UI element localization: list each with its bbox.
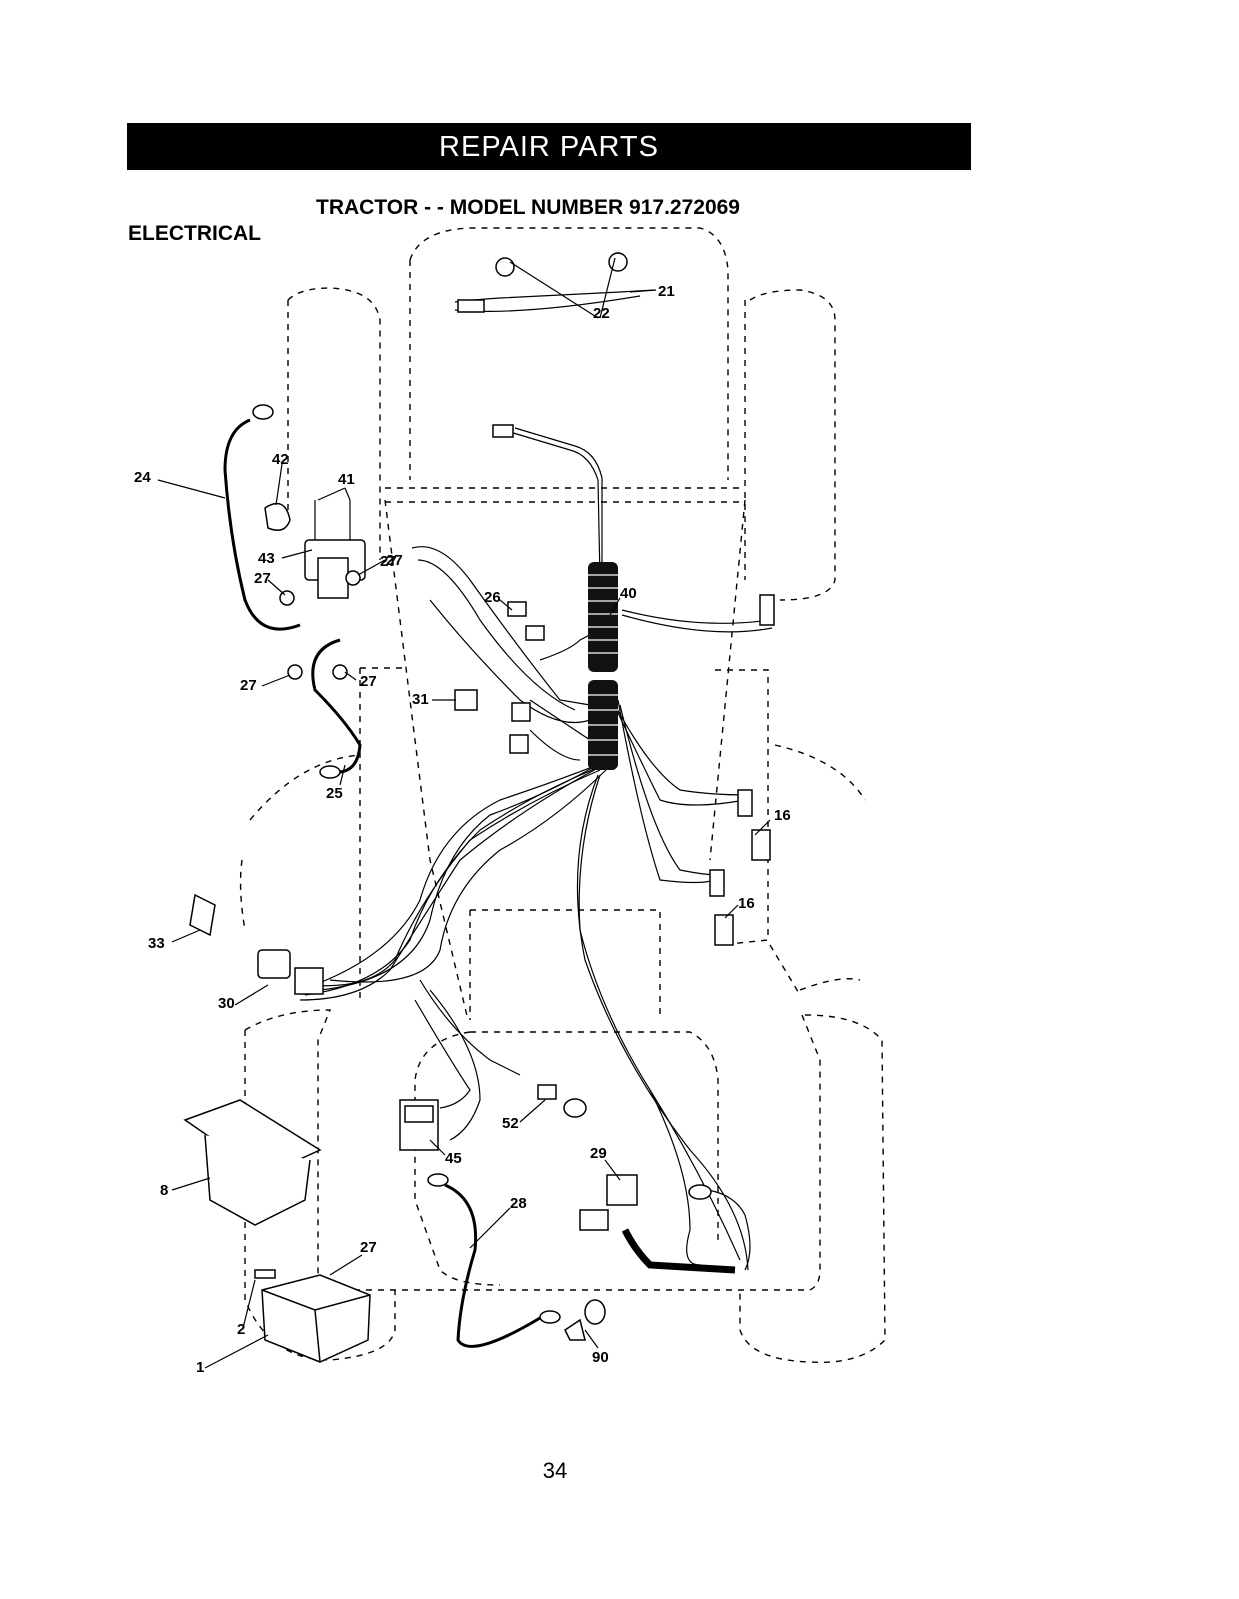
battery-cables [225, 420, 735, 1346]
part-battery [255, 1270, 370, 1362]
callout-90: 90 [592, 1349, 609, 1366]
callout-40: 40 [620, 585, 637, 602]
callout-30: 30 [218, 995, 235, 1012]
callout-21: 21 [658, 283, 675, 300]
callout-26: 26 [484, 589, 501, 606]
part-relay [455, 690, 477, 710]
conduit-loom [588, 562, 618, 770]
callout-31: 31 [412, 691, 429, 708]
callout-27-e: 27 [386, 552, 403, 569]
callout-27-f: 27 [360, 1239, 377, 1256]
part-battery-box [185, 1100, 320, 1225]
callout-33: 33 [148, 935, 165, 952]
callout-16-b: 16 [738, 895, 755, 912]
callout-16-a: 16 [774, 807, 791, 824]
callout-8: 8 [160, 1182, 168, 1199]
callout-27-a: 27 [254, 570, 271, 587]
callout-24: 24 [134, 469, 151, 486]
callout-27-d: 27 [360, 673, 377, 690]
callout-2: 2 [237, 1321, 245, 1338]
callout-52: 52 [502, 1115, 519, 1132]
part-headlights [458, 253, 627, 437]
callout-41: 41 [338, 471, 355, 488]
callout-42: 42 [272, 451, 289, 468]
callout-29: 29 [590, 1145, 607, 1162]
callout-27-c: 27 [240, 677, 257, 694]
part-connectors [508, 595, 774, 945]
part-starter-solenoid [253, 405, 365, 679]
page-number: 34 [0, 1458, 1110, 1484]
callout-25: 25 [326, 785, 343, 802]
callout-1: 1 [196, 1359, 204, 1376]
part-bulb-52 [538, 1085, 586, 1117]
callout-43: 43 [258, 550, 275, 567]
callout-28: 28 [510, 1195, 527, 1212]
part-switch-29 [580, 1175, 711, 1230]
part-ignition-switch [190, 895, 323, 994]
wiring-harness [300, 290, 772, 1270]
callout-45: 45 [445, 1150, 462, 1167]
callout-22: 22 [593, 305, 610, 322]
